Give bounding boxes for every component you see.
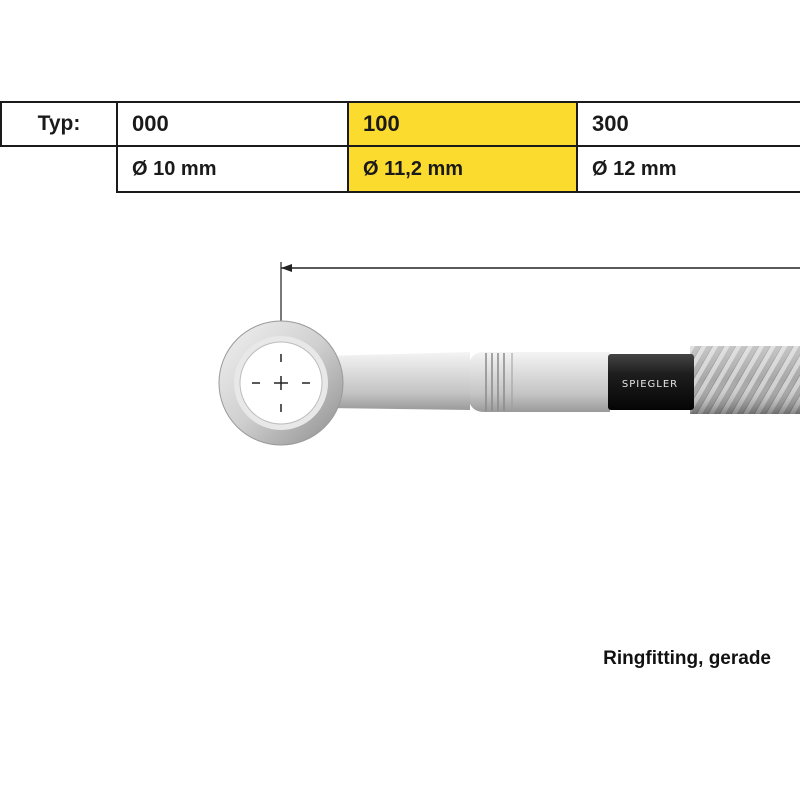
diameter-300-cell: Ø 12 mm — [576, 145, 800, 193]
fitting-neck — [325, 352, 470, 410]
crimp-sleeve — [470, 352, 610, 412]
caption: Ringfitting, gerade — [603, 648, 771, 669]
diameter-100-cell: Ø 11,2 mm — [347, 145, 578, 193]
brand-label: SPIEGLER — [622, 379, 678, 390]
center-mark — [252, 354, 310, 412]
spec-table: Typ: 000 100 300 Ø 10 mm Ø 11,2 mm Ø 12 … — [0, 101, 800, 193]
brand-sleeve: SPIEGLER — [608, 354, 694, 410]
